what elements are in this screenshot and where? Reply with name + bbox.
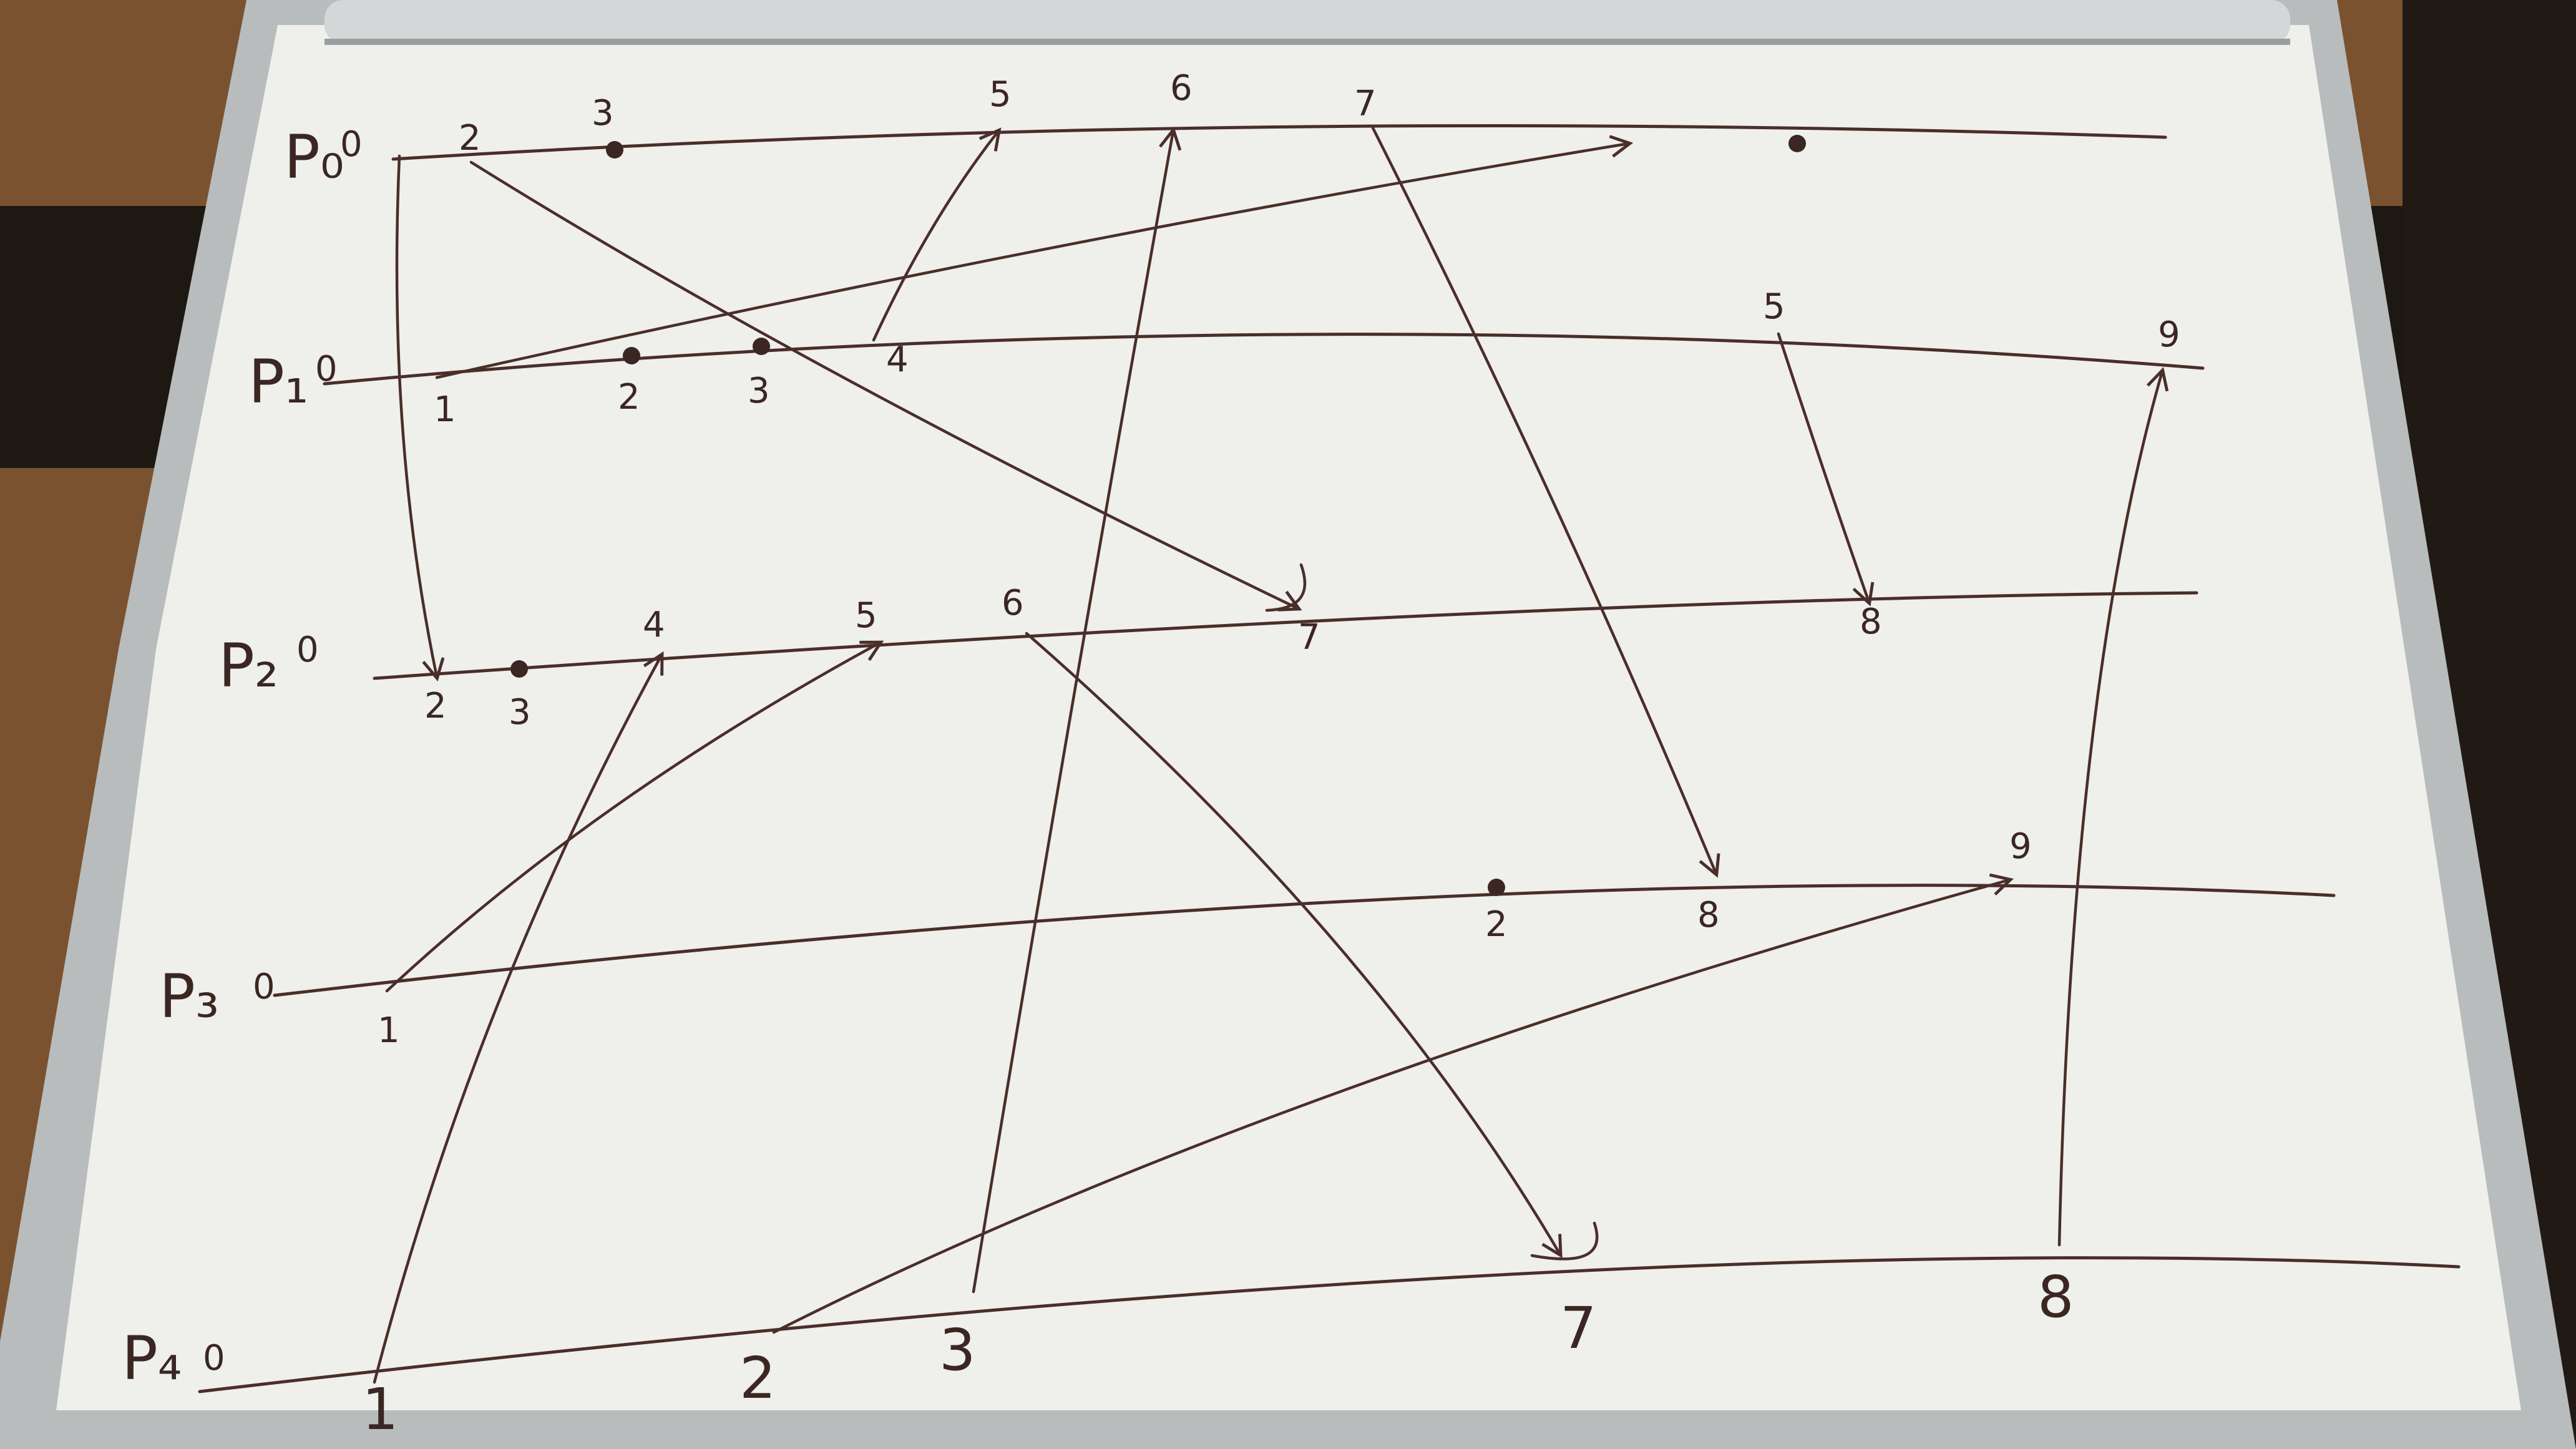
process-label-p2: P₂ (218, 631, 278, 701)
whiteboard-top-rail-shadow (324, 39, 2290, 45)
event-label-p3-e2: 2 (1485, 904, 1508, 945)
message-p0-to-p3 (1371, 126, 1720, 878)
event-dot-p3-e2 (1488, 879, 1505, 896)
process-label-p4: P₄ (122, 1324, 182, 1393)
event-label-p1-e4: 4 (886, 339, 909, 380)
process-line-p0 (391, 124, 2167, 161)
event-label-p4-e3: 3 (939, 1317, 976, 1383)
process-start-p4: 0 (203, 1338, 225, 1378)
message-p1-to-p2 (1777, 332, 1875, 607)
event-dot-p0-e3 (606, 141, 623, 159)
event-label-p4-e2: 2 (739, 1345, 776, 1412)
process-start-p2: 0 (296, 630, 319, 670)
event-dot-p1-e3 (753, 338, 770, 355)
event-label-p0-e2: 2 (459, 118, 481, 159)
event-label-p2-e4: 4 (643, 605, 665, 645)
event-label-p0-e5: 5 (989, 74, 1012, 115)
process-start-p3: 0 (253, 967, 275, 1007)
message-p3-to-p2-e5 (385, 640, 884, 993)
event-label-p1-e1: 1 (434, 389, 456, 430)
whiteboard-top-rail (324, 0, 2290, 44)
event-dot-p2-e3 (510, 660, 528, 678)
message-p4-to-p1 (2057, 367, 2169, 1247)
process-start-p0: 0 (340, 124, 363, 165)
receive-hook-p2-e7 (1265, 563, 1307, 612)
process-line-p3 (273, 884, 2336, 997)
event-label-p0-e6: 6 (1170, 68, 1193, 109)
event-label-p1-e5: 5 (1763, 286, 1785, 327)
process-label-p3: P₃ (159, 962, 219, 1032)
event-label-p1-e2: 2 (618, 377, 640, 417)
event-label-p3-e9: 9 (2009, 826, 2032, 867)
receive-hook-p4-e7 (1530, 1221, 1599, 1261)
message-p1-to-p0-e5 (872, 127, 1002, 342)
event-label-p2-e2: 2 (424, 686, 447, 726)
event-label-p3-e1: 1 (378, 1010, 400, 1051)
message-p4-to-p0 (972, 126, 1182, 1294)
message-p2-to-p4 (1025, 632, 1563, 1259)
process-line-p1 (323, 333, 2205, 386)
event-label-p2-e7: 7 (1298, 617, 1320, 658)
process-label-p1: P₁ (248, 347, 308, 417)
process-start-p1: 0 (315, 349, 338, 389)
message-p4-to-p3 (772, 873, 2014, 1334)
message-p0-to-p2-e7 (469, 160, 1302, 612)
event-label-p4-e1: 1 (362, 1376, 399, 1443)
event-label-p3-e8: 8 (1697, 895, 1720, 935)
event-label-p1-e9: 9 (2158, 315, 2180, 355)
event-label-p0-e7: 7 (1354, 84, 1377, 124)
event-dot-p0-e8 (1788, 135, 1806, 152)
event-label-p4-e7: 7 (1560, 1295, 1597, 1362)
message-p0-to-p2 (395, 154, 445, 682)
event-label-p4-e8: 8 (2037, 1264, 2074, 1330)
message-p1-to-p0-e7 (435, 135, 1634, 379)
process-line-p2 (373, 591, 2198, 680)
event-label-p2-e5: 5 (855, 595, 877, 636)
event-label-p2-e3: 3 (509, 692, 531, 733)
process-line-p4 (198, 1256, 2461, 1393)
event-dot-p1-e2 (623, 347, 640, 364)
message-p4-to-p2 (373, 651, 664, 1384)
whiteboard-surface (56, 25, 2521, 1410)
process-label-p0: P₀ (284, 122, 344, 192)
event-label-p1-e3: 3 (748, 371, 770, 411)
event-label-p2-e8: 8 (1860, 602, 1882, 642)
event-label-p0-e3: 3 (592, 93, 614, 134)
event-label-p2-e6: 6 (1002, 583, 1024, 623)
